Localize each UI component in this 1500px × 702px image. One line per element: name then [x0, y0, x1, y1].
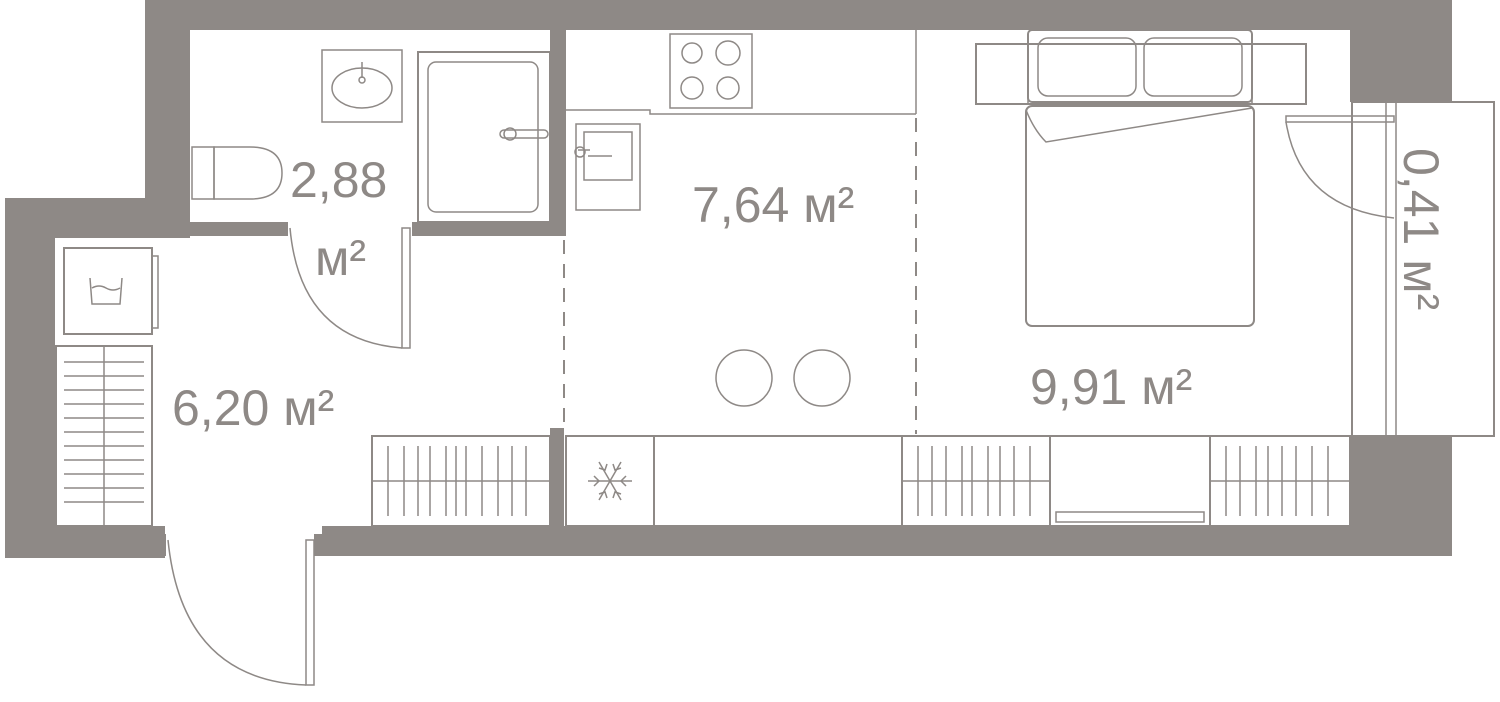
door-icon	[1285, 115, 1395, 219]
washing-machine-icon	[63, 247, 159, 335]
wardrobe-icon	[1209, 435, 1351, 527]
balcony: 0,41 м²	[1351, 101, 1495, 437]
radiator-icon	[1049, 435, 1211, 527]
hallway: 6,20 м²	[55, 247, 551, 686]
pillow-icon	[1143, 37, 1243, 97]
sink-icon	[321, 49, 403, 123]
toilet-icon	[191, 146, 283, 200]
door-icon	[289, 227, 411, 349]
balcony-area-label: 0,41 м²	[1393, 148, 1449, 310]
stove-icon	[669, 33, 753, 109]
walls	[5, 0, 1452, 558]
pillow-icon	[1037, 37, 1137, 97]
hallway-area-label: 6,20 м²	[172, 380, 334, 436]
bed-icon	[1025, 29, 1255, 327]
kitchen-sink-icon	[574, 123, 641, 211]
stool-icon	[715, 349, 773, 407]
bathroom: 2,88 м²	[191, 49, 551, 349]
wardrobe-icon	[55, 345, 153, 527]
bathroom-area-value: 2,88	[290, 152, 387, 208]
bathroom-area-unit: м²	[315, 230, 366, 286]
wardrobe-icon	[901, 435, 1051, 527]
bedroom: 9,91 м²	[901, 29, 1395, 527]
kitchen-area-label: 7,64 м²	[692, 177, 854, 233]
kitchen: 7,64 м²	[565, 30, 917, 527]
wardrobe-icon	[371, 435, 551, 527]
stool-icon	[793, 349, 851, 407]
door-icon	[158, 534, 322, 686]
bathtub-icon	[417, 51, 551, 223]
snowflake-icon	[588, 461, 632, 501]
bedroom-area-label: 9,91 м²	[1030, 359, 1192, 415]
